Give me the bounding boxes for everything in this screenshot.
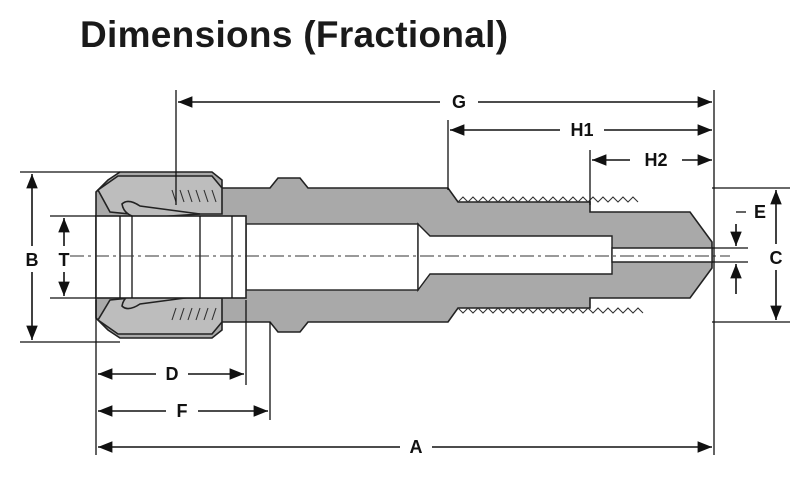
label-G: G [452, 92, 466, 112]
dimension-E: E [730, 202, 766, 294]
label-B: B [26, 250, 39, 270]
fitting-body [70, 171, 730, 339]
label-D: D [166, 364, 179, 384]
label-H1: H1 [570, 120, 593, 140]
dimension-C: C [770, 190, 783, 320]
nut-threads-bottom [171, 307, 217, 321]
pipe-threads-top [457, 196, 639, 203]
dimension-D: D [98, 364, 244, 384]
dimension-H1: H1 [450, 120, 712, 140]
dimension-G: G [178, 92, 712, 112]
label-H2: H2 [644, 150, 667, 170]
dimension-A: A [98, 437, 712, 457]
pipe-threads-bottom [457, 307, 644, 314]
dimension-T: T [58, 218, 70, 296]
extension-lines [20, 90, 790, 455]
label-T: T [59, 250, 70, 270]
label-E: E [754, 202, 766, 222]
dimension-F: F [98, 401, 268, 421]
label-F: F [177, 401, 188, 421]
dimension-H2: H2 [592, 150, 712, 170]
tube [95, 215, 247, 299]
nut-threads-top [171, 189, 217, 203]
page-title: Dimensions (Fractional) [80, 14, 509, 55]
label-C: C [770, 248, 783, 268]
dimension-B: B [26, 174, 39, 340]
label-A: A [410, 437, 423, 457]
